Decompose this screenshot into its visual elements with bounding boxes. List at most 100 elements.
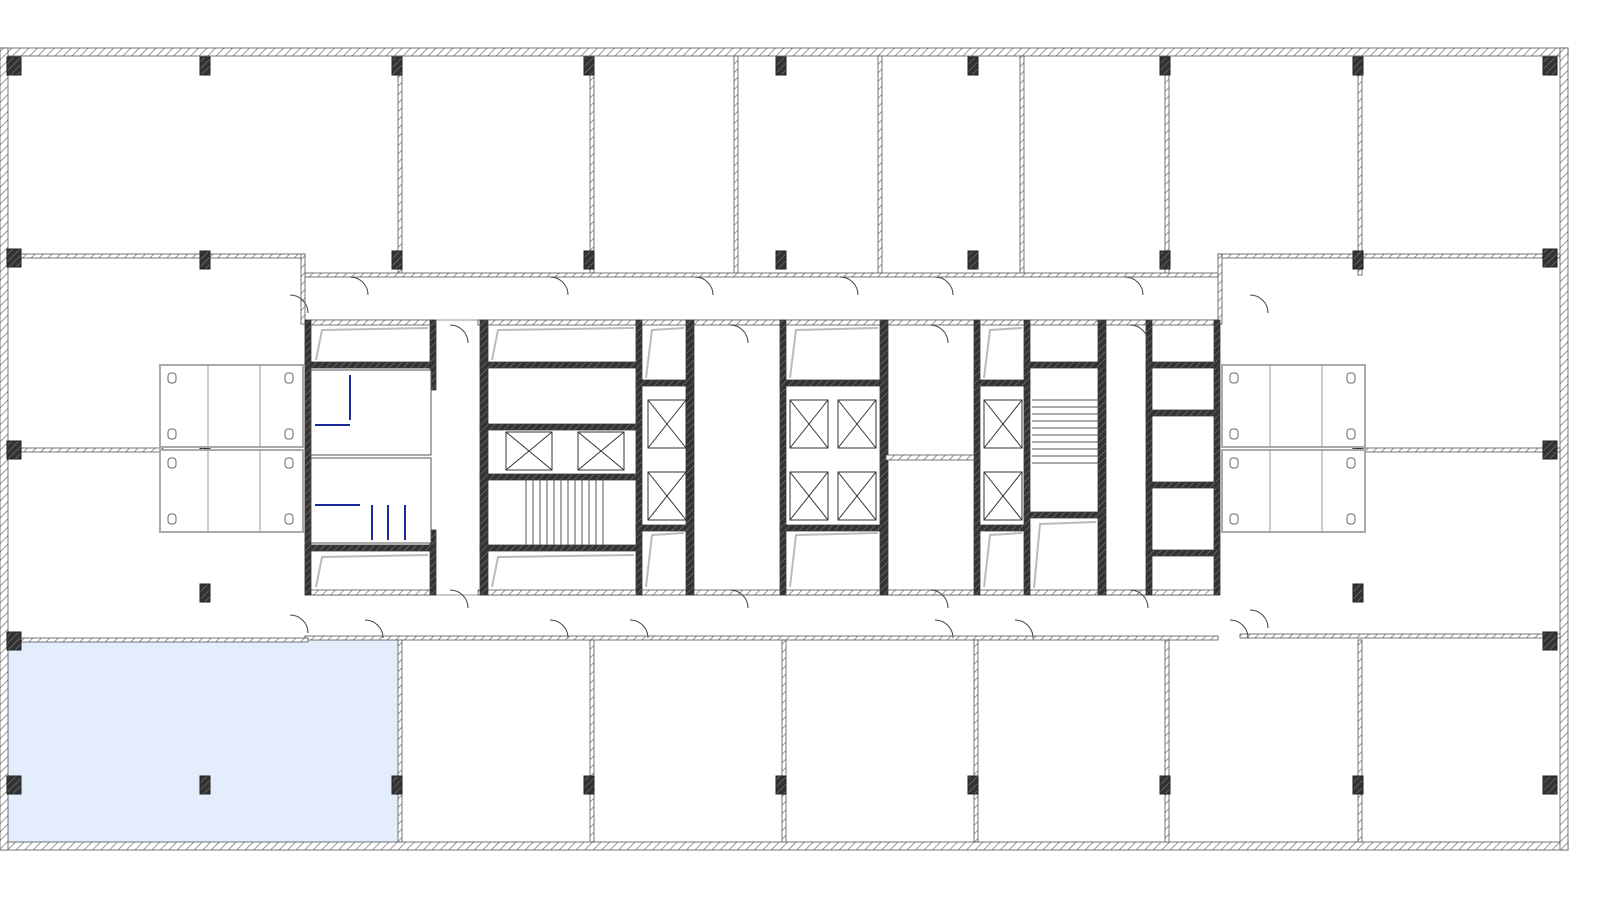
- toilet-fixture: [1346, 372, 1356, 384]
- shaft-mark: [491, 327, 635, 361]
- elevator-car: [505, 431, 553, 471]
- door-swing: [549, 276, 569, 296]
- door-swing: [364, 619, 384, 639]
- column: [775, 250, 787, 270]
- door-swing: [449, 324, 469, 344]
- office-partition: [397, 55, 403, 276]
- core-wall: [479, 544, 641, 552]
- column: [199, 775, 211, 795]
- door-swing: [694, 276, 714, 296]
- column: [1542, 248, 1558, 268]
- shaft-mark: [315, 327, 429, 361]
- elevator-car: [647, 399, 687, 449]
- column: [391, 250, 403, 270]
- office-partition: [1019, 55, 1025, 276]
- core-wall: [1145, 481, 1219, 489]
- toilet-fixture: [1346, 457, 1356, 469]
- core-wall: [973, 379, 1031, 387]
- door-swing: [934, 619, 954, 639]
- office-partition: [397, 639, 403, 843]
- building-core: [304, 319, 1221, 596]
- toilet-fixture: [167, 428, 177, 440]
- core-wall: [779, 379, 887, 387]
- door-swing: [449, 589, 469, 609]
- core-wall: [779, 524, 887, 532]
- door-swing: [1014, 619, 1034, 639]
- door-swing: [1124, 276, 1144, 296]
- elevator-cross: [647, 399, 687, 449]
- column: [1352, 56, 1364, 76]
- core-wall: [477, 319, 1219, 326]
- column: [1542, 56, 1558, 76]
- office-row-wall: [7, 253, 306, 259]
- column: [391, 775, 403, 795]
- column: [1159, 250, 1171, 270]
- column: [583, 56, 595, 76]
- core-wall: [635, 319, 643, 596]
- office-partition: [1164, 55, 1170, 276]
- shaft-mark: [315, 554, 429, 588]
- column: [1159, 775, 1171, 795]
- elevator-car: [983, 471, 1023, 521]
- office-partition: [1357, 639, 1363, 843]
- office-partition: [877, 55, 883, 276]
- door-swing: [1249, 294, 1269, 314]
- core-wall: [479, 423, 641, 431]
- toilet-fixture: [167, 457, 177, 469]
- core-wall: [1023, 319, 1031, 596]
- office-partition: [733, 55, 739, 276]
- toilet-fixture: [167, 513, 177, 525]
- elevator-cross: [789, 399, 829, 449]
- office-row-wall: [7, 447, 164, 453]
- door-swing: [729, 324, 749, 344]
- door-swing: [729, 589, 749, 609]
- toilet-fixture: [1229, 372, 1239, 384]
- core-wall: [635, 379, 693, 387]
- core-partition: [885, 454, 975, 461]
- column: [775, 775, 787, 795]
- shaft-mark: [789, 532, 879, 588]
- office-partition: [589, 55, 595, 276]
- door-swing: [929, 324, 949, 344]
- core-wall: [1145, 409, 1219, 417]
- column: [199, 583, 211, 603]
- restroom-men: [310, 369, 432, 456]
- highlighted-room[interactable]: [8, 640, 400, 842]
- shaft-mark: [645, 532, 685, 588]
- corridor-end-wall: [300, 253, 306, 325]
- door-swing: [289, 294, 309, 314]
- shaft-mark: [983, 327, 1023, 379]
- column: [1542, 440, 1558, 460]
- elevator-cross: [983, 399, 1023, 449]
- office-partition: [973, 639, 979, 843]
- column: [199, 250, 211, 270]
- door-swing: [1249, 609, 1269, 629]
- core-wall: [479, 473, 641, 481]
- shaft-mark: [789, 327, 879, 379]
- shaft-mark: [491, 554, 635, 588]
- column: [775, 56, 787, 76]
- core-wall: [1145, 361, 1219, 369]
- toilet-fixture: [1229, 428, 1239, 440]
- column: [6, 631, 22, 651]
- column: [6, 775, 22, 795]
- exterior-wall-top: [0, 47, 1569, 57]
- walls: [0, 47, 1569, 851]
- core-wall: [1097, 319, 1107, 596]
- core-wall: [1145, 319, 1153, 596]
- column: [583, 775, 595, 795]
- column: [1159, 56, 1171, 76]
- elevator-cross: [837, 471, 877, 521]
- core-wall: [429, 529, 437, 596]
- core-wall: [479, 361, 641, 369]
- elevator-car: [789, 471, 829, 521]
- column: [967, 250, 979, 270]
- office-partition: [1164, 639, 1170, 843]
- column: [199, 56, 211, 76]
- core-wall: [479, 319, 489, 596]
- door-swing: [934, 276, 954, 296]
- elevator-cross: [505, 431, 553, 471]
- core-wall: [304, 544, 436, 552]
- office-partition: [589, 639, 595, 843]
